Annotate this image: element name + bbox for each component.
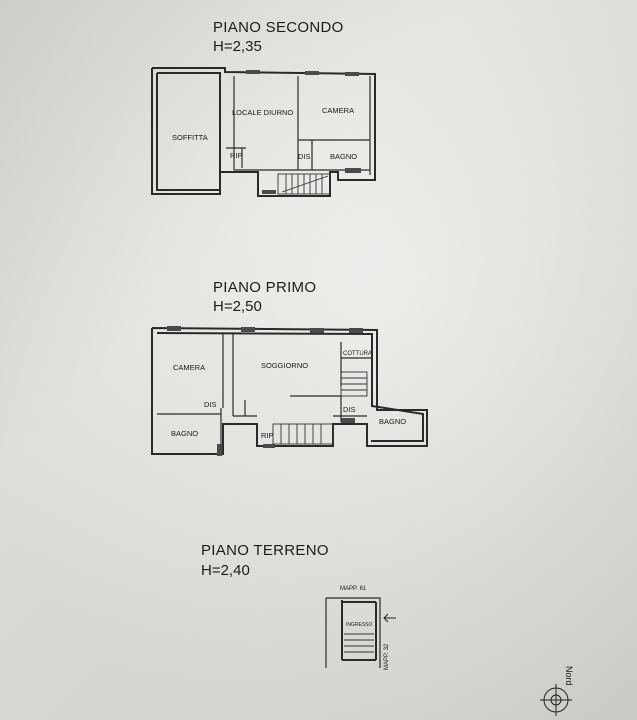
floor-title-primo: PIANO PRIMO	[213, 279, 317, 296]
staircase-upper	[340, 371, 368, 397]
floor-title-terreno: PIANO TERRENO	[201, 542, 329, 559]
room-label-locale-diurno: LOCALE DIURNO	[232, 108, 293, 117]
room-label-camera: CAMERA	[322, 106, 354, 115]
room-label-dis-right: DIS	[343, 405, 356, 414]
room-label-ingresso: INGRESSO	[346, 622, 373, 628]
windows	[167, 326, 363, 456]
staircase	[344, 633, 374, 653]
staircase	[277, 173, 331, 195]
entrance-arrow-icon	[383, 613, 396, 623]
room-label-cottura: COTTURA	[343, 351, 372, 357]
label-mapp-32: MAPP. 32	[384, 643, 390, 670]
exterior-walls	[325, 597, 381, 668]
room-label-bagno-right: BAGNO	[379, 417, 406, 426]
room-label-rip: RIP	[230, 151, 243, 160]
label-mapp-61: MAPP. 61	[340, 586, 367, 592]
floor-plan-terreno: MAPP. 61 INGRESSO MAPP. 32	[325, 586, 396, 670]
room-label-dis-left: DIS	[204, 400, 217, 409]
room-label-bagno-left: BAGNO	[171, 429, 198, 438]
floor-title-secondo: PIANO SECONDO	[213, 19, 344, 36]
room-label-rip: RIP	[261, 431, 274, 440]
floor-plan-primo: CAMERA SOGGIORNO COTTURA DIS DIS BAGNO R…	[151, 326, 428, 456]
compass-north-icon: Nord	[540, 666, 574, 716]
exterior-walls	[151, 327, 428, 455]
staircase-lower	[272, 423, 334, 445]
windows	[246, 70, 361, 194]
room-label-soffitta: SOFFITTA	[172, 133, 208, 142]
floor-plan-secondo: SOFFITTA LOCALE DIURNO CAMERA RIP DIS BA…	[151, 67, 376, 197]
room-label-dis: DIS	[298, 152, 311, 161]
room-label-soggiorno: SOGGIORNO	[261, 361, 308, 370]
north-label: Nord	[564, 666, 574, 686]
exterior-walls	[151, 67, 376, 197]
floor-height-primo: H=2,50	[213, 298, 262, 315]
room-label-camera: CAMERA	[173, 363, 205, 372]
floor-height-secondo: H=2,35	[213, 38, 262, 55]
room-label-bagno: BAGNO	[330, 152, 357, 161]
floor-height-terreno: H=2,40	[201, 562, 250, 579]
